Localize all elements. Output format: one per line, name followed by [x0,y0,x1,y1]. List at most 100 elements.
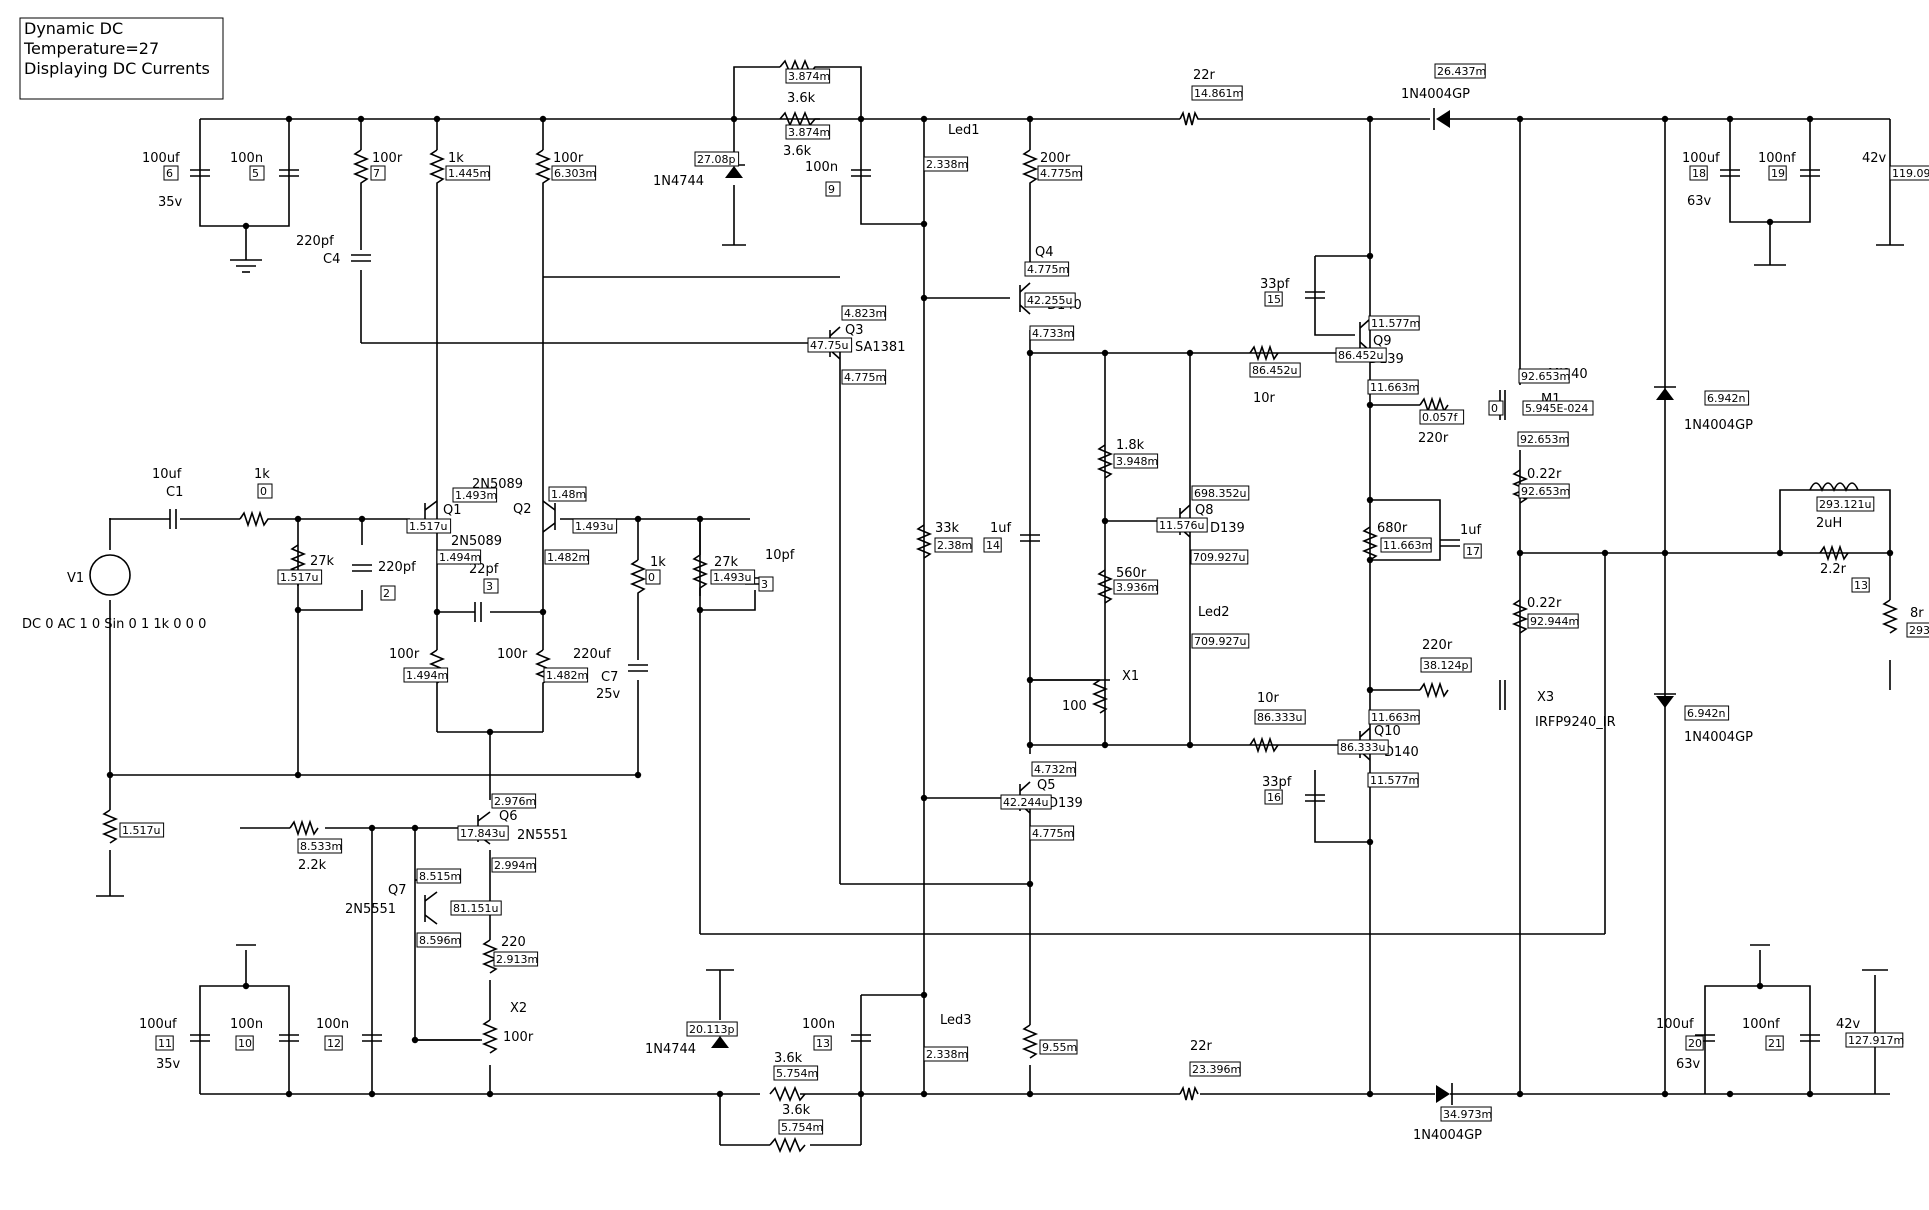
junction-dots [106,115,1894,1098]
component-label: X3 [1537,690,1554,705]
svg-text:6.942n: 6.942n [1687,707,1725,720]
junction-dot [411,824,419,832]
junction-dot [1806,115,1814,123]
component-label: 25v [596,687,621,702]
svg-text:709.927u: 709.927u [1194,635,1246,648]
component-label: DC 0 AC 1 0 Sin 0 1 1k 0 0 0 [22,617,206,632]
junction-dot [634,771,642,779]
svg-text:92.944m: 92.944m [1530,615,1579,628]
junction-dot [634,515,642,523]
svg-text:20.113p: 20.113p [689,1023,734,1036]
current-readout: 4.775m [841,369,886,385]
svg-text:86.333u: 86.333u [1340,741,1385,754]
junction-dot [1026,741,1034,749]
component-label: Q6 [499,809,518,824]
current-readout: 293 [1906,622,1929,638]
current-readout: 86.452u [1249,362,1301,378]
component-label: 2uH [1816,516,1842,531]
svg-text:293: 293 [1909,624,1929,637]
svg-text:6.303m: 6.303m [554,167,596,180]
svg-text:9.55m: 9.55m [1042,1041,1077,1054]
svg-text:3: 3 [761,578,768,591]
svg-text:4.823m: 4.823m [844,307,886,320]
svg-text:8.533m: 8.533m [300,840,342,853]
current-readout: 8.515m [416,868,461,884]
junction-dot [539,115,547,123]
wires [96,66,1904,1146]
current-readout: 11 [155,1035,174,1051]
current-readout: 1.517u [277,569,323,585]
current-readout: 18 [1689,165,1708,181]
current-readout: 5.945E-024 [1522,400,1594,416]
junction-dot [1726,1090,1734,1098]
component-label: 42v [1836,1017,1861,1032]
current-readout: 92.944m [1527,613,1579,629]
component-label: Q4 [1035,245,1054,260]
component-label: 1k [254,467,270,482]
svg-text:13: 13 [1854,579,1868,592]
svg-text:47.75u: 47.75u [810,339,848,352]
junction-dot [1026,676,1034,684]
junction-dot [1366,686,1374,694]
svg-text:1.517u: 1.517u [280,571,318,584]
component-label: 42v [1862,151,1887,166]
component-label: 3.6k [774,1051,803,1066]
svg-text:1.482m: 1.482m [547,551,589,564]
current-readout: 10 [235,1035,254,1051]
svg-text:1.517u: 1.517u [409,520,447,533]
component-label: 1k [448,151,464,166]
current-readout: 19 [1768,165,1787,181]
info-temperature: Temperature=27 [23,39,159,58]
component-label: V1 [67,571,84,586]
current-readout: 1.493u [710,569,756,585]
component-label: 2.2k [298,858,327,873]
svg-text:5.754m: 5.754m [781,1121,823,1134]
junction-dot [1366,556,1374,564]
info-panel: Dynamic DC Temperature=27 Displaying DC … [19,17,224,100]
svg-text:6.942n: 6.942n [1707,392,1745,405]
junction-dot [1776,549,1784,557]
component-label: 1uf [990,521,1012,536]
svg-text:86.452u: 86.452u [1252,364,1297,377]
component-label: 100n [805,160,838,175]
svg-text:17.843u: 17.843u [460,827,505,840]
junction-dot [242,222,250,230]
component-label: 27k [714,555,739,570]
current-readout: 92.653m [1518,483,1570,499]
svg-text:11.577m: 11.577m [1370,774,1419,787]
component-label: SA1381 [855,340,905,355]
svg-text:86.452u: 86.452u [1338,349,1383,362]
transistor-symbols [424,282,1506,925]
svg-text:5: 5 [252,167,259,180]
component-label: 100n [316,1017,349,1032]
junction-dot [539,608,547,616]
current-readout: 709.927u [1190,549,1249,565]
svg-text:11.663m: 11.663m [1371,711,1420,724]
current-readout: 2.338m [923,1046,968,1062]
svg-text:11.577m: 11.577m [1371,317,1420,330]
svg-text:34.973m: 34.973m [1443,1108,1492,1121]
svg-text:3: 3 [486,580,493,593]
current-readout: 5 [249,165,265,181]
info-title: Dynamic DC [24,19,123,38]
current-readout: 5.754m [778,1119,823,1135]
component-label: 0.22r [1527,467,1562,482]
current-readout: 17.843u [457,825,509,841]
current-readout: 42.255u [1024,292,1076,308]
junction-dot [920,115,928,123]
current-readout: 6.303m [551,165,596,181]
component-label: 33k [935,521,960,536]
junction-dot [285,115,293,123]
svg-text:92.653m: 92.653m [1521,485,1570,498]
component-label: D140 [1384,745,1419,760]
current-readout: 11.663m [1368,709,1420,725]
svg-text:10: 10 [238,1037,252,1050]
svg-text:127.917m: 127.917m [1848,1034,1904,1047]
svg-text:1.48m: 1.48m [551,488,586,501]
svg-text:293.121u: 293.121u [1819,498,1871,511]
junction-dot [1101,741,1109,749]
component-label: Q9 [1373,334,1392,349]
component-label: 35v [158,195,183,210]
